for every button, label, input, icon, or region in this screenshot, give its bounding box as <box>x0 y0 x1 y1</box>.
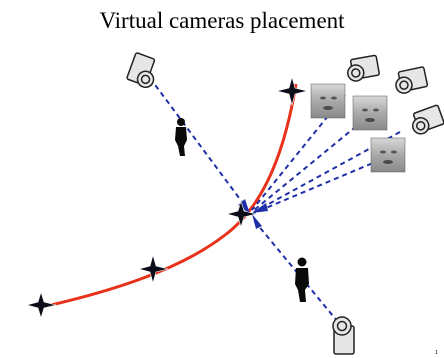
view-line-face-1 <box>251 94 346 211</box>
face-thumbnail-icon <box>310 83 346 119</box>
face-thumbnail-icon <box>352 95 388 131</box>
four-point-star-icon <box>276 75 308 107</box>
person-silhouette-icon <box>175 118 187 156</box>
face-thumbnails <box>310 83 406 173</box>
trajectory-curve <box>37 83 298 310</box>
video-camera-icon <box>332 316 355 355</box>
video-camera-icon <box>411 104 444 135</box>
face-thumbnail-icon <box>370 137 406 173</box>
arrowhead-bottom <box>252 214 262 229</box>
slide-number: 1 <box>435 350 438 356</box>
four-point-star-icon <box>25 290 57 320</box>
video-camera-icon <box>395 66 429 94</box>
video-camera-icon <box>347 54 380 82</box>
view-line-top-camera <box>149 77 249 211</box>
view-line-face-2 <box>252 114 371 212</box>
view-line-face-4 <box>253 159 381 214</box>
four-point-star-icon <box>225 199 257 229</box>
view-line-bottom-camera <box>251 217 339 323</box>
slide-title: Virtual cameras placement <box>99 8 345 33</box>
arrowhead-right <box>252 203 268 213</box>
video-camera-icon <box>126 52 156 89</box>
person-silhouette-icon <box>295 257 309 302</box>
four-point-star-icon <box>137 253 169 285</box>
